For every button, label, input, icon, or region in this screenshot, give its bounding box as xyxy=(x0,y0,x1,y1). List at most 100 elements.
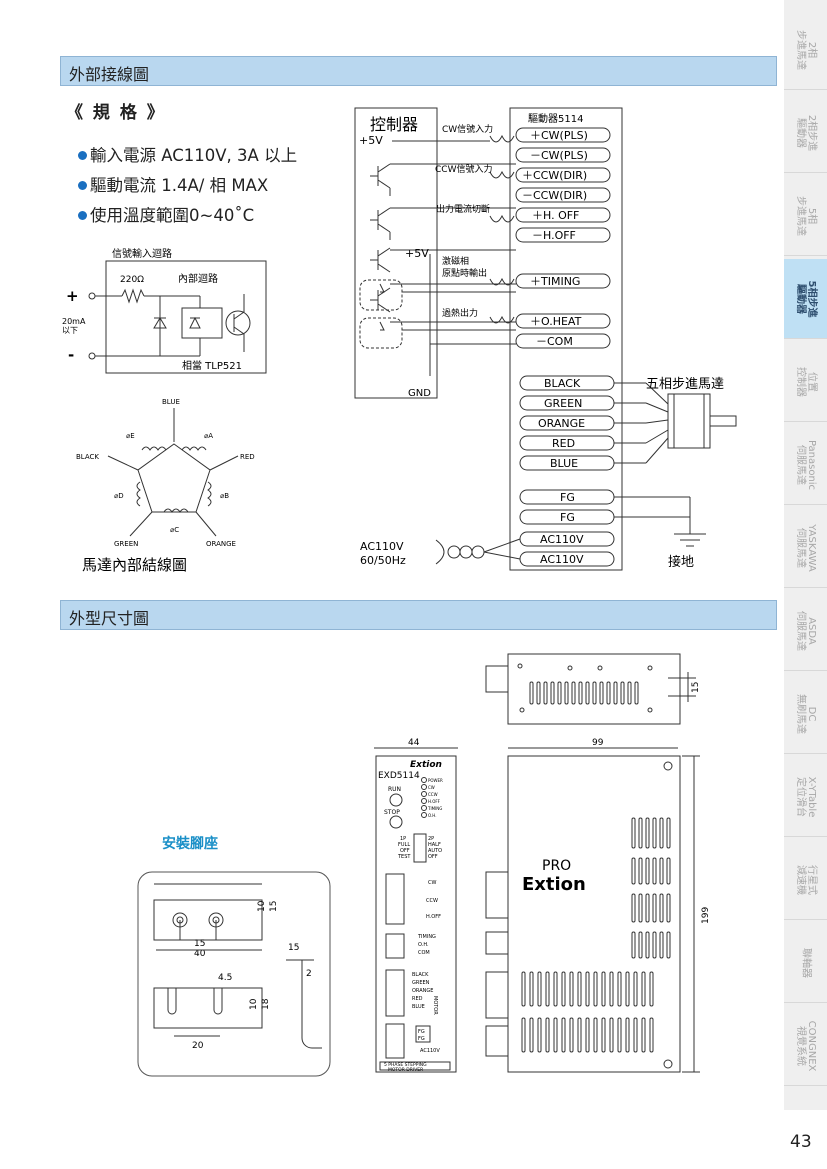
ac-source-label: AC110V xyxy=(360,540,404,553)
top-view-drawing: 15 xyxy=(485,653,701,725)
vent-slot xyxy=(638,893,643,923)
vent-slot xyxy=(601,971,606,1007)
svg-text:5 PHASE STEPPING: 5 PHASE STEPPING xyxy=(384,1062,427,1068)
vent-slot xyxy=(631,931,636,959)
vent-slot xyxy=(659,931,664,959)
sidebar-tab[interactable]: 5相步進馬達 xyxy=(784,176,827,256)
svg-text:MOTOR: MOTOR xyxy=(432,996,438,1015)
svg-text:BLACK: BLACK xyxy=(544,377,581,390)
svg-text:AC110V: AC110V xyxy=(540,533,584,546)
sidebar-tab[interactable]: 位置控制器 xyxy=(784,342,827,422)
svg-text:20mA: 20mA xyxy=(62,317,86,326)
vent-slot xyxy=(545,971,550,1007)
sidebar-tab[interactable]: 聯軸器 xyxy=(784,923,827,1003)
mount-drawing: 10 15 15 40 4.5 10 18 20 15 2 xyxy=(137,871,331,1077)
terminal-label: －H.OFF xyxy=(532,229,576,242)
svg-text:99: 99 xyxy=(592,738,604,748)
spec-item: 使用溫度範圍0~40˚C xyxy=(78,202,254,226)
svg-text:AC110V: AC110V xyxy=(420,1048,440,1054)
motor-name: 五相步進馬達 xyxy=(646,377,724,392)
vent-slot xyxy=(627,681,632,705)
svg-text:POWER: POWER xyxy=(428,778,443,783)
svg-text:MOTOR DRIVER: MOTOR DRIVER xyxy=(388,1067,423,1073)
vent-slot xyxy=(529,971,534,1007)
svg-text:18: 18 xyxy=(261,998,271,1010)
vent-slot xyxy=(631,893,636,923)
svg-text:20: 20 xyxy=(192,1041,204,1051)
motor-internal-diagram: BLUE BLACK RED GREEN ORANGE ⌀E ⌀A ⌀D ⌀B … xyxy=(76,398,255,574)
vent-slot xyxy=(529,1017,534,1053)
svg-text:RED: RED xyxy=(240,453,255,461)
vent-slot xyxy=(550,681,555,705)
vent-slot xyxy=(564,681,569,705)
internal-label: 內部迴路 xyxy=(178,272,218,285)
vent-slot xyxy=(645,857,650,885)
vent-slot xyxy=(571,681,576,705)
vent-slot xyxy=(578,681,583,705)
page-number: 43 xyxy=(790,1132,812,1152)
svg-text:+: + xyxy=(66,287,79,305)
ac-terminals: AC110V AC110V xyxy=(519,531,615,567)
sidebar-tab[interactable]: 5相步進驅動器 xyxy=(784,259,827,339)
wiring-diagram: 控制器 +5V +5V GND CW信號入力 CCW信號入力 出力電流切斷 激磁… xyxy=(354,107,737,571)
svg-text:+5V: +5V xyxy=(359,134,383,147)
section-header-dimensions: 外型尺寸圖 xyxy=(60,600,777,630)
vent-slot xyxy=(599,681,604,705)
svg-text:GREEN: GREEN xyxy=(544,397,582,410)
svg-text:+5V: +5V xyxy=(405,247,429,260)
brand-logo: Extion xyxy=(410,760,442,770)
vent-slot xyxy=(609,1017,614,1053)
fg-terminals: FG FG xyxy=(519,489,615,525)
vent-slot xyxy=(620,681,625,705)
svg-text:過熱出力: 過熱出力 xyxy=(442,307,478,319)
vent-slot xyxy=(666,817,671,849)
svg-text:TIMING: TIMING xyxy=(427,806,442,811)
svg-text:O.H.: O.H. xyxy=(428,813,436,818)
motor-terminals: BLACK GREEN ORANGE RED BLUE xyxy=(519,375,615,471)
vent-slot xyxy=(645,893,650,923)
vent-slot xyxy=(652,857,657,885)
vent-slot xyxy=(553,971,558,1007)
vent-slot xyxy=(585,681,590,705)
circuit-title: 信號輸入迴路 xyxy=(112,247,172,260)
sidebar-tab-label: 行星式減速機 xyxy=(794,864,817,895)
sidebar-tab-label: 5相步進馬達 xyxy=(794,195,817,236)
svg-text:ORANGE: ORANGE xyxy=(206,540,236,548)
ac-source-freq: 60/50Hz xyxy=(360,554,406,567)
vent-slot xyxy=(638,857,643,885)
vent-slot xyxy=(592,681,597,705)
svg-text:AC110V: AC110V xyxy=(540,553,584,566)
vent-slot xyxy=(593,971,598,1007)
svg-text:OFF: OFF xyxy=(400,848,410,854)
vent-slot xyxy=(613,681,618,705)
svg-text:-: - xyxy=(68,346,74,364)
section-title: 外型尺寸圖 xyxy=(69,609,150,628)
driver-title: 驅動器5114 xyxy=(528,112,583,125)
svg-text:FG: FG xyxy=(560,511,575,524)
svg-text:AUTO: AUTO xyxy=(428,848,442,854)
brand-pro: PRO xyxy=(542,858,571,874)
svg-text:ORANGE: ORANGE xyxy=(412,988,433,994)
vent-slot xyxy=(585,1017,590,1053)
svg-text:RED: RED xyxy=(412,996,423,1002)
svg-text:STOP: STOP xyxy=(384,809,400,816)
sidebar-tab[interactable]: 2相步進馬達 xyxy=(784,10,827,90)
terminal-label: ＋TIMING xyxy=(530,275,580,288)
svg-text:⌀B: ⌀B xyxy=(220,492,229,500)
sidebar-tab[interactable]: 2相步進驅動器 xyxy=(784,93,827,173)
svg-text:FG: FG xyxy=(418,1036,425,1042)
svg-text:CCW信號入力: CCW信號入力 xyxy=(435,163,492,175)
svg-text:H.OFF: H.OFF xyxy=(426,914,441,920)
bullet-icon xyxy=(78,211,87,220)
vent-slot xyxy=(521,1017,526,1053)
sidebar-tab[interactable]: 行星式減速機 xyxy=(784,840,827,920)
vent-slot xyxy=(633,971,638,1007)
